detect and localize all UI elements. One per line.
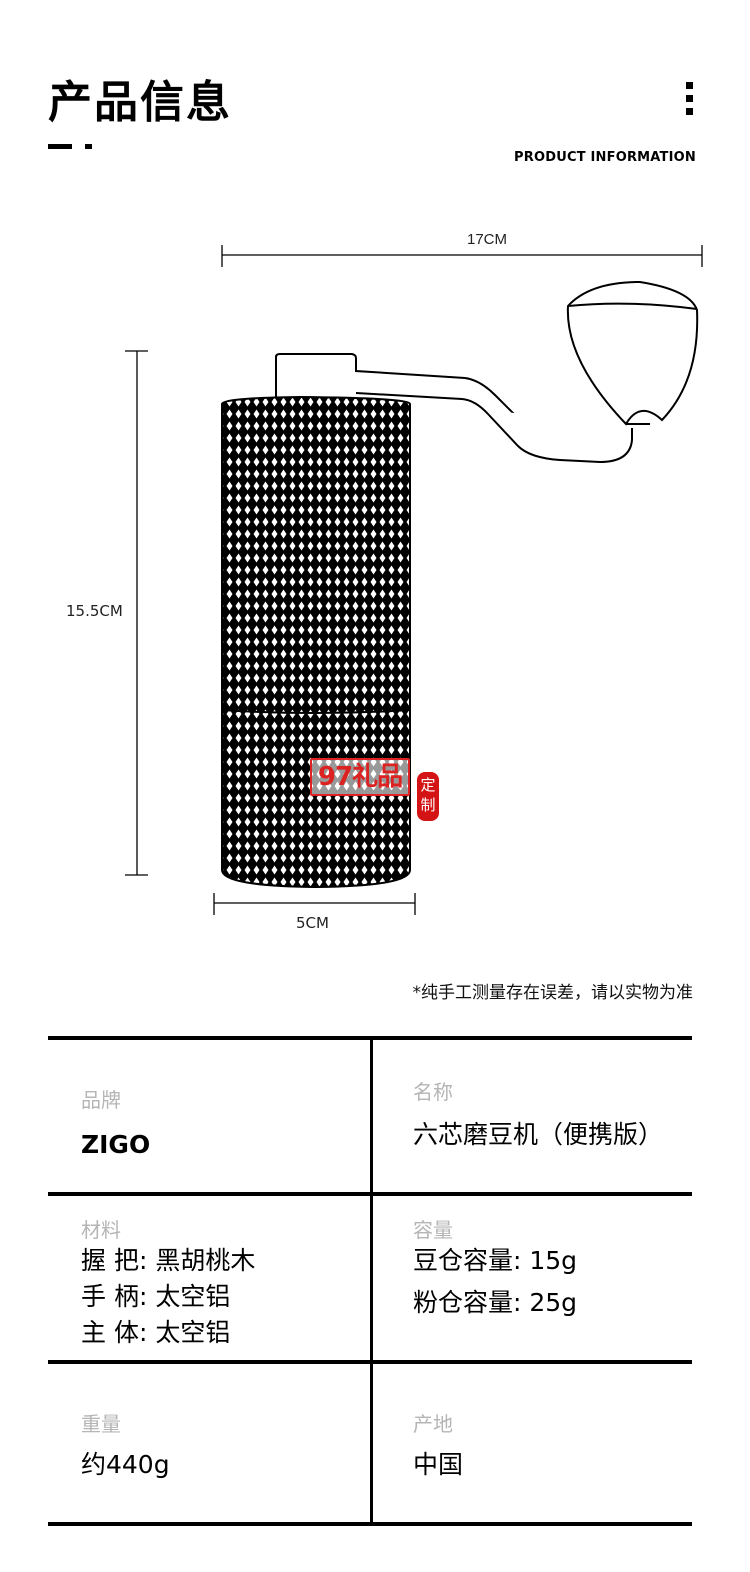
spec-weight: 重量 约440g [48, 1364, 370, 1522]
table-row: 品牌 ZIGO 名称 六芯磨豆机（便携版） [48, 1036, 692, 1192]
watermark-seal: 定制 [417, 772, 439, 821]
spec-brand: 品牌 ZIGO [48, 1040, 370, 1192]
spec-name: 名称 六芯磨豆机（便携版） [370, 1040, 692, 1192]
title-underline [48, 144, 72, 149]
vertical-dots-icon [686, 82, 694, 121]
spec-label: 品牌 [81, 1088, 121, 1112]
title-underline-dot [85, 144, 92, 149]
spec-table: 品牌 ZIGO 名称 六芯磨豆机（便携版） 材料 握 把: 黑胡桃木 手 柄: … [48, 1036, 692, 1526]
spec-label: 容量 [413, 1218, 453, 1242]
spec-value: 豆仓容量: 15g [413, 1246, 578, 1275]
spec-label: 重量 [81, 1412, 121, 1436]
spec-label: 产地 [413, 1412, 453, 1436]
spec-value: 粉仓容量: 25g [413, 1288, 578, 1317]
spec-value: 六芯磨豆机（便携版） [413, 1120, 664, 1149]
page-title: 产品信息 [48, 77, 232, 128]
measurement-note: *纯手工测量存在误差，请以实物为准 [412, 983, 694, 1003]
spec-value: ZIGO [81, 1130, 151, 1159]
page-subtitle: PRODUCT INFORMATION [514, 150, 696, 165]
spec-label: 名称 [413, 1080, 453, 1104]
table-row: 材料 握 把: 黑胡桃木 手 柄: 太空铝 主 体: 太空铝 容量 豆仓容量: … [48, 1192, 692, 1360]
watermark-logo: 97礼品 [310, 758, 410, 796]
table-row: 重量 约440g 产地 中国 [48, 1360, 692, 1526]
spec-value: 握 把: 黑胡桃木 [81, 1246, 256, 1275]
base-dimension-line [213, 893, 416, 915]
spec-value: 手 柄: 太空铝 [81, 1282, 231, 1311]
grinder-body [221, 395, 411, 889]
spec-value: 主 体: 太空铝 [81, 1318, 231, 1347]
width-dimension-line [221, 245, 703, 267]
svg-text:17CM: 17CM [467, 231, 507, 248]
spec-origin: 产地 中国 [370, 1364, 692, 1522]
grinder-diagram: 17CM [125, 231, 703, 915]
spec-capacity: 容量 豆仓容量: 15g 粉仓容量: 25g [370, 1196, 692, 1360]
height-label: 15.5CM [66, 602, 123, 620]
base-label: 5CM [296, 914, 329, 932]
crank-handle [275, 280, 699, 464]
spec-label: 材料 [81, 1218, 121, 1242]
spec-value: 中国 [413, 1450, 464, 1479]
spec-value: 约440g [81, 1450, 170, 1479]
spec-material: 材料 握 把: 黑胡桃木 手 柄: 太空铝 主 体: 太空铝 [48, 1196, 370, 1360]
height-dimension-line [125, 350, 148, 876]
